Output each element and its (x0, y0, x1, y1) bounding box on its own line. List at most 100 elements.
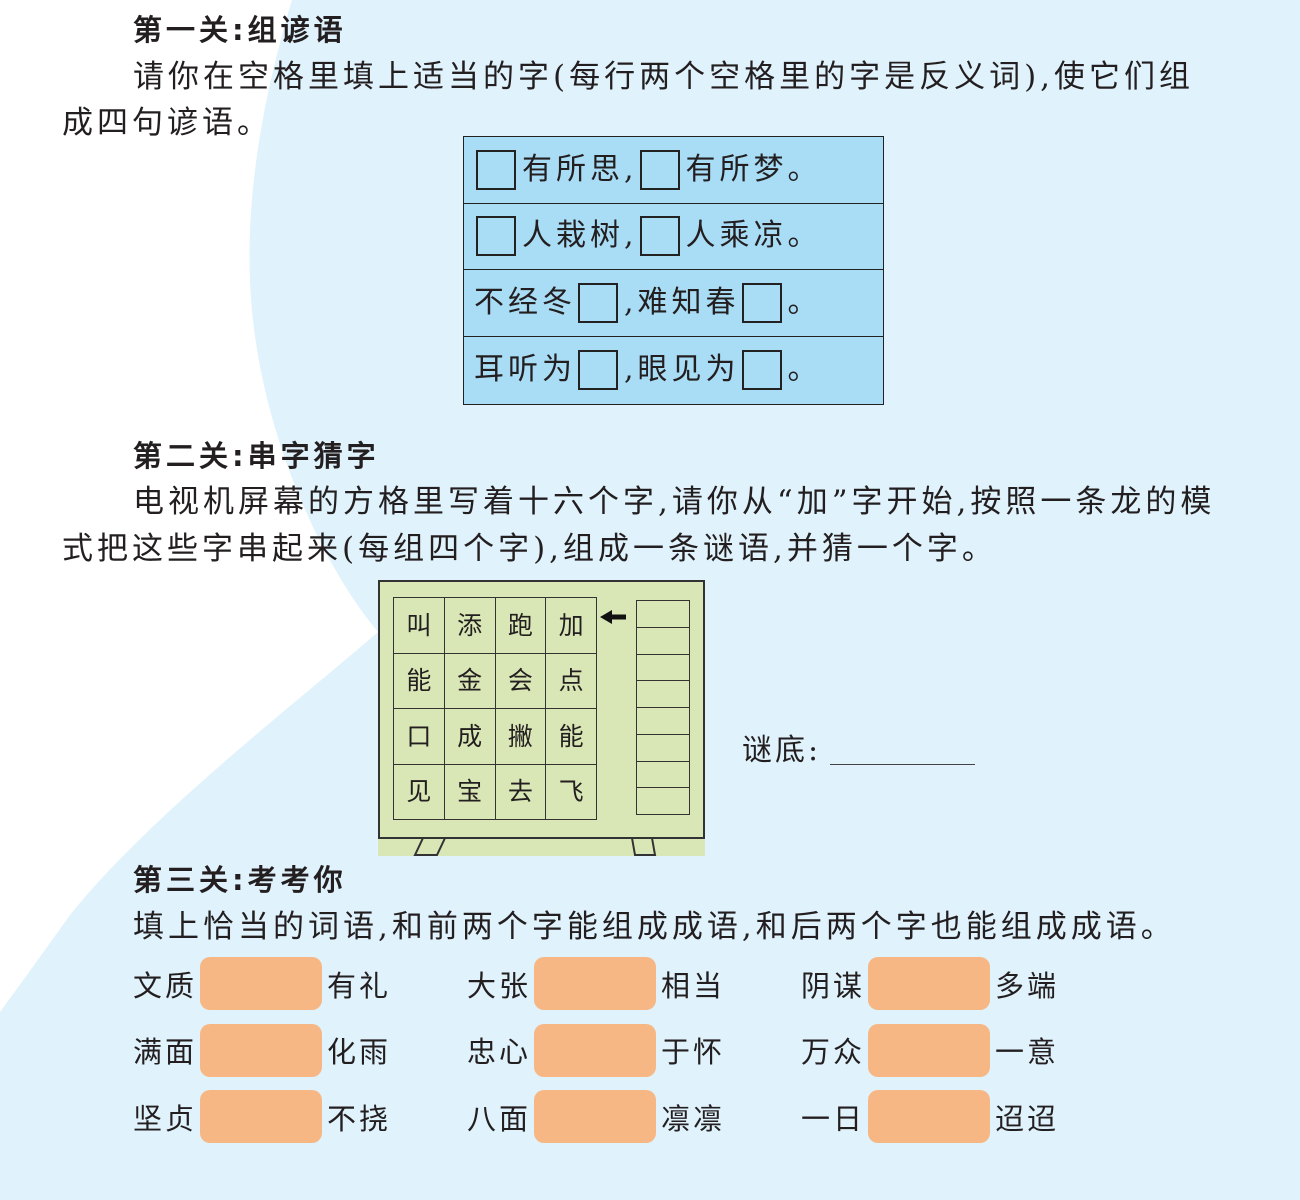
answer-slot[interactable] (637, 628, 689, 655)
section-1-instruction-line-2: 成四句谚语。 (62, 105, 272, 141)
riddle-answer-line[interactable] (830, 764, 975, 765)
answer-blank[interactable] (741, 349, 782, 390)
idiom-item: 忠心 于怀 (467, 1023, 801, 1077)
idiom-prefix: 阴谋 (801, 968, 866, 1003)
grid-character: 见 (394, 764, 445, 820)
answer-slot[interactable] (637, 735, 689, 762)
grid-character: 金 (444, 653, 496, 709)
idiom-prefix: 文质 (133, 968, 198, 1003)
grid-character: 跑 (495, 598, 547, 654)
idiom-answer-box[interactable] (534, 1090, 656, 1143)
grid-character: 宝 (444, 764, 496, 820)
white-curved-shape (0, 0, 378, 1012)
grid-character: 能 (394, 653, 445, 709)
proverb-text: 有所梦。 (685, 151, 822, 187)
idiom-answer-box[interactable] (200, 1090, 322, 1143)
character-grid: 叫 添 跑 加 能 金 会 点 口 成 撇 能 见 宝 去 飞 (393, 597, 597, 820)
idiom-suffix: 有礼 (327, 968, 392, 1003)
answer-blank[interactable] (476, 216, 516, 257)
answer-slot[interactable] (637, 762, 689, 789)
section-1-title: 第一关:组谚语 (133, 13, 347, 47)
answer-slot[interactable] (637, 601, 689, 628)
proverb-text: 人乘凉。 (685, 218, 822, 254)
tv-leg-right (630, 837, 657, 856)
tv-frame (378, 580, 705, 856)
proverb-row: 有所思, 有所梦。 (464, 137, 883, 204)
idiom-suffix: 相当 (661, 968, 726, 1003)
section-2-title: 第二关:串字猜字 (133, 439, 380, 473)
section-1-instruction-line-1: 请你在空格里填上适当的字(每行两个空格里的字是反义词),使它们组 (133, 59, 1195, 95)
idiom-prefix: 八面 (467, 1101, 532, 1136)
answer-blank[interactable] (741, 282, 782, 323)
grid-character: 成 (444, 709, 496, 765)
proverb-text: ,难知春 (624, 284, 740, 320)
grid-character: 去 (495, 764, 547, 820)
idiom-suffix: 多端 (995, 968, 1060, 1003)
idiom-item: 文质 有礼 (133, 957, 467, 1010)
grid-character: 叫 (394, 598, 445, 654)
section-3-instruction: 填上恰当的词语,和前两个字能组成成语,和后两个字也能组成成语。 (133, 909, 1176, 945)
idiom-suffix: 于怀 (661, 1035, 726, 1069)
idiom-item: 阴谋 多端 (801, 957, 1101, 1010)
answer-blank[interactable] (578, 282, 618, 323)
section-2-instruction-line-1: 电视机屏幕的方格里写着十六个字,请你从“加”字开始,按照一条龙的模 (133, 484, 1216, 520)
tv-outline (378, 580, 705, 839)
idiom-item: 一日 迢迢 (801, 1090, 1101, 1143)
idiom-answer-box[interactable] (868, 1023, 990, 1077)
idiom-answer-box[interactable] (200, 1023, 322, 1077)
tv-leg-left (413, 837, 447, 856)
grid-character: 会 (495, 653, 547, 709)
proverb-text: 人栽树, (522, 218, 638, 254)
answer-blank[interactable] (639, 216, 680, 257)
idiom-item: 八面 凛凛 (467, 1090, 801, 1143)
idiom-prefix: 满面 (133, 1035, 198, 1069)
answer-slot[interactable] (637, 655, 689, 682)
idiom-item: 坚贞 不挠 (133, 1090, 467, 1143)
proverb-row: 耳听为 ,眼见为 。 (464, 337, 883, 404)
section-3-title: 第三关:考考你 (133, 863, 347, 897)
answer-slot[interactable] (637, 788, 689, 814)
idiom-prefix: 万众 (801, 1035, 866, 1069)
proverb-text: 。 (787, 351, 822, 387)
idiom-answer-box[interactable] (534, 957, 656, 1010)
grid-character: 添 (444, 598, 496, 654)
proverb-text: 不经冬 (474, 284, 576, 320)
idiom-item: 万众 一意 (801, 1023, 1101, 1077)
answer-slot[interactable] (637, 681, 689, 708)
proverb-row: 人栽树, 人乘凉。 (464, 204, 883, 270)
proverb-text: ,眼见为 (624, 351, 740, 387)
grid-character: 加 (546, 598, 597, 654)
answer-blank[interactable] (639, 149, 680, 190)
idiom-answer-box[interactable] (200, 957, 322, 1010)
idiom-suffix: 化雨 (327, 1035, 392, 1069)
arrow-left-icon (600, 610, 626, 624)
grid-character: 能 (546, 709, 597, 765)
section-2-instruction-line-2: 式把这些字串起来(每组四个字),组成一条谜语,并猜一个字。 (62, 531, 997, 567)
idiom-suffix: 一意 (995, 1035, 1060, 1069)
proverb-text: 有所思, (522, 151, 638, 187)
answer-blank[interactable] (578, 349, 618, 390)
proverb-table: 有所思, 有所梦。 人栽树, 人乘凉。 不经冬 ,难知春 。 耳听为 ,眼见为 (463, 136, 884, 405)
idiom-answer-box[interactable] (868, 957, 990, 1010)
idiom-prefix: 忠心 (467, 1035, 532, 1069)
idiom-answer-box[interactable] (534, 1023, 656, 1077)
idiom-grid: 文质 有礼 大张 相当 阴谋 多端 满面 化雨 忠心 (133, 957, 1101, 1143)
idiom-item: 满面 化雨 (133, 1023, 467, 1077)
idiom-answer-box[interactable] (868, 1090, 990, 1143)
proverb-text: 。 (787, 284, 822, 320)
tv-screen-figure: 叫 添 跑 加 能 金 会 点 口 成 撇 能 见 宝 去 飞 (378, 580, 705, 856)
answer-slot[interactable] (637, 708, 689, 735)
proverb-row: 不经冬 ,难知春 。 (464, 270, 883, 337)
answer-column (636, 600, 690, 815)
grid-character: 口 (394, 709, 445, 765)
answer-blank[interactable] (476, 149, 516, 190)
idiom-suffix: 迢迢 (995, 1101, 1060, 1136)
riddle-answer-label: 谜底: (742, 733, 822, 768)
idiom-suffix: 不挠 (327, 1101, 392, 1136)
idiom-prefix: 坚贞 (133, 1101, 198, 1136)
idiom-item: 大张 相当 (467, 957, 801, 1010)
idiom-prefix: 一日 (801, 1101, 866, 1136)
grid-character: 撇 (495, 709, 547, 765)
